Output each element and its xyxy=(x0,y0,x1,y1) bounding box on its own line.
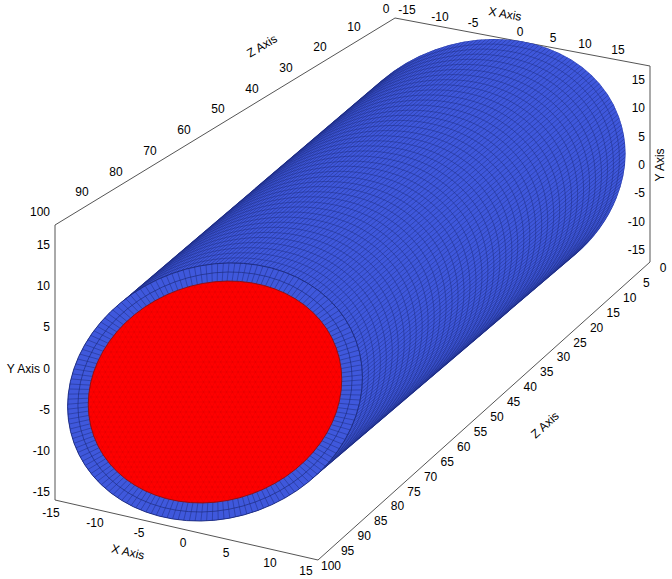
axis-label: 0 xyxy=(660,261,667,275)
axis-label: 60 xyxy=(457,440,470,454)
axis-label: 60 xyxy=(177,123,190,137)
axis-label: 5 xyxy=(223,546,230,560)
axis-label: 25 xyxy=(573,336,586,350)
axis-label: 70 xyxy=(143,144,156,158)
axis-label: Y Axis xyxy=(653,148,667,181)
axis-label: 40 xyxy=(245,82,258,96)
axis-label: -15 xyxy=(628,243,645,257)
axis-label: -5 xyxy=(468,16,479,30)
axis-label: -5 xyxy=(39,403,50,417)
axis-label: 10 xyxy=(347,20,360,34)
axis-label: 0 xyxy=(517,25,524,39)
axis-label: 0 xyxy=(383,2,390,16)
axis-label: 55 xyxy=(474,425,487,439)
axis-label: 10 xyxy=(37,279,50,293)
axis-label: -15 xyxy=(33,485,50,499)
face-mesh xyxy=(0,92,672,579)
axis-label: 50 xyxy=(211,102,224,116)
axis-label: 100 xyxy=(321,559,341,573)
axis-label: 40 xyxy=(524,380,537,394)
axis-label: 5 xyxy=(643,276,650,290)
axis-label: 10 xyxy=(263,556,276,570)
axis-label: 85 xyxy=(374,514,387,528)
axis-label: -5 xyxy=(634,186,645,200)
axis-label: X Axis xyxy=(110,541,146,562)
axis-label: Y Axis xyxy=(7,362,40,376)
axis-label: Z Axis xyxy=(244,32,279,61)
axis-label: 5 xyxy=(638,130,645,144)
axis-label: 5 xyxy=(550,31,557,45)
axis-label: 15 xyxy=(37,238,50,252)
axis-label: 65 xyxy=(441,455,454,469)
axis-label: -5 xyxy=(134,526,145,540)
axis-label: 45 xyxy=(507,395,520,409)
axis-label: 0 xyxy=(180,536,187,550)
axis-label: 80 xyxy=(109,165,122,179)
axis-label: 30 xyxy=(557,350,570,364)
axis-label: 10 xyxy=(578,37,591,51)
axis-label: Z Axis xyxy=(528,409,562,441)
axis-label: 20 xyxy=(313,40,326,54)
axis-label: 50 xyxy=(490,410,503,424)
axis-label: 20 xyxy=(590,321,603,335)
axis-label: -10 xyxy=(431,10,448,24)
axis-label: -10 xyxy=(86,516,103,530)
axis-label: 95 xyxy=(341,544,354,558)
axis-label: 30 xyxy=(279,61,292,75)
axis-label: 70 xyxy=(424,470,437,484)
axis-label: -15 xyxy=(398,3,415,17)
axis-label: 80 xyxy=(391,499,404,513)
axis-label: 35 xyxy=(540,365,553,379)
axis-label: 15 xyxy=(607,306,620,320)
axis-label: 10 xyxy=(632,101,645,115)
axis-label: X Axis xyxy=(487,4,522,24)
axis-label: 75 xyxy=(407,485,420,499)
axis-label: 15 xyxy=(299,564,312,578)
axis-label: 90 xyxy=(358,529,371,543)
axis-label: 15 xyxy=(611,43,624,57)
axis-label: 5 xyxy=(43,320,50,334)
axis-label: 0 xyxy=(638,158,645,172)
axis-label: 100 xyxy=(30,205,50,219)
axis-label: -10 xyxy=(33,444,50,458)
axis-label: -10 xyxy=(628,215,645,229)
axis-label: 0 xyxy=(43,362,50,376)
axis-label: -15 xyxy=(42,506,59,520)
axis-label: 90 xyxy=(75,185,88,199)
axis-label: 10 xyxy=(623,291,636,305)
axis-label: 15 xyxy=(632,73,645,87)
